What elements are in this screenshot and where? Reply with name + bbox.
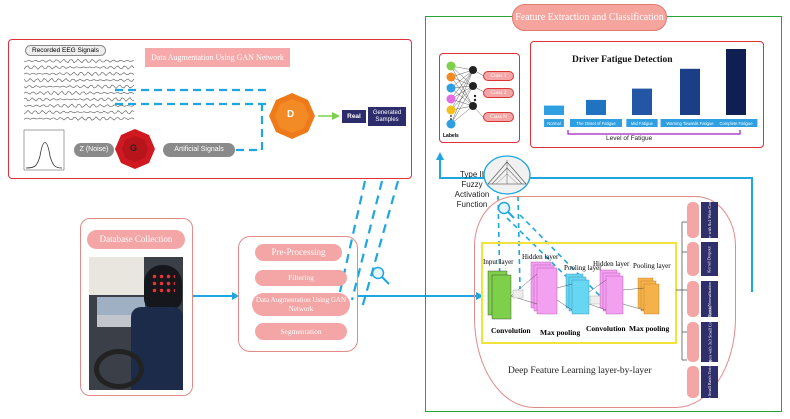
preprocessing-title: Pre-Processing [255,244,342,261]
preprocessing-step-gan: Data Augmentation Using GAN Network [252,293,350,316]
eeg-trace [24,116,135,121]
cnn-diagram [487,261,660,320]
discriminator-node [269,93,315,139]
labels-caption: Labels [443,133,459,139]
fatigue-category-tag [660,119,720,127]
fatigue-bar [544,105,564,115]
fatigue-category-label: Normal [547,121,561,126]
step-2-caption: Kernel Dropout [701,242,718,276]
eeg-waveforms [24,58,135,121]
cnn-hidden-layer-1-label: Hidden layer [522,253,559,261]
step-5-marker [687,366,699,398]
fatigue-bar-chart: Normal The Onset of Fatigue Mid Fatigue War… [544,49,758,135]
fatigue-category-label: Warning Towards Fatigue [666,121,714,126]
noise-distribution-plot [23,129,65,171]
class-n-label: Class N [483,112,514,122]
fatigue-category-tag [626,119,658,127]
eeg-trace [24,65,135,70]
eeg-trace [24,58,135,64]
eeg-trace [24,84,135,89]
eeg-cap-electrodes [151,273,175,293]
artificial-signals-label: Artificial Signals [163,143,235,157]
deep-learning-label: Deep Feature Learning layer-by-layer [508,366,652,376]
fatigue-category-tag [570,119,622,127]
deep-learning-area [474,196,736,408]
activation-function-label: Type II Fuzzy Activation Function [454,170,490,209]
driving-photo [89,257,183,390]
step-1-caption: First Layer with 8x1 Wide Conv Kernel [701,187,718,253]
cnn-diagram-box [481,242,677,344]
cnn-pooling-layer-2-label: Pooling layer [633,262,671,270]
step-3-marker [687,281,699,317]
fuzzy-activation-plot [483,155,531,195]
database-title: Database Collection [87,230,185,249]
eeg-trace [24,78,135,83]
cnn-pooling-layer-1-label: Pooling layer [564,264,602,272]
eeg-trace [24,103,135,109]
class-1-label: Class 1 [483,71,514,81]
generated-samples-label: Generated Samples [368,107,406,126]
eeg-trace [24,71,135,77]
level-of-fatigue-label: Level of Fatigue [606,135,653,142]
fatigue-category-label: The Onset of Fatigue [576,121,616,126]
steps-bracket [676,221,687,361]
discriminator-label: D [287,109,295,120]
noise-label: Z (Noise) [74,143,114,157]
fatigue-category-tag [544,119,564,127]
cnn-hidden-layer-2-label: Hidden layer [593,260,630,268]
fatigue-bar [726,49,746,115]
fatigue-bar [632,88,652,115]
step-4-caption: Middle Layers with 3x3 Small Conv Kernel [701,305,718,379]
database-panel [80,218,193,396]
generator-label: G [130,143,138,153]
classifier-network [446,61,485,129]
real-label: Real [342,110,366,123]
feature-extraction-title: Feature Extraction and Classification [512,4,667,31]
class-2-label: Class 2 [483,88,514,98]
eeg-trace [24,97,135,102]
eeg-trace [24,90,135,96]
cnn-max-pooling-1-label: Max pooling [540,328,581,337]
recorded-signals-label: Recorded EEG Signals [25,45,106,56]
room-wall [89,257,144,295]
steering-wheel [94,349,144,389]
step-4-marker [687,322,699,362]
eeg-trace [24,109,135,115]
step-3-caption: Batch Normalization [701,281,718,317]
fatigue-category-tag [714,119,758,127]
preprocessing-panel [238,236,358,352]
generator-node [115,129,155,169]
cnn-convolution-2-label: Convolution [586,324,626,333]
step-5-caption: Very Small Batch Training [701,360,718,404]
step-1-marker [687,202,699,238]
cnn-input-layer-label: Input layer [483,258,514,266]
gan-title: Data Augmentation Using GAN Network [145,48,290,67]
fatigue-chart-box [530,41,764,148]
cnn-convolution-1-label: Convolution [491,326,531,335]
preprocessing-step-filtering: Filtering [255,270,347,286]
gan-panel [8,39,412,179]
classifier-box [439,53,520,143]
fatigue-category-label: Mid Fatigue [631,121,654,126]
gan-connectors [115,88,340,152]
preprocessing-step-segmentation: Segmentation [255,323,347,340]
fatigue-bar [680,68,700,115]
cnn-max-pooling-2-label: Max pooling [629,324,670,333]
fatigue-bar [586,99,606,115]
fatigue-category-label: Complete Fatigue [719,121,753,126]
step-2-marker [687,242,699,276]
fatigue-chart-title: Driver Fatigue Detection [572,55,673,65]
